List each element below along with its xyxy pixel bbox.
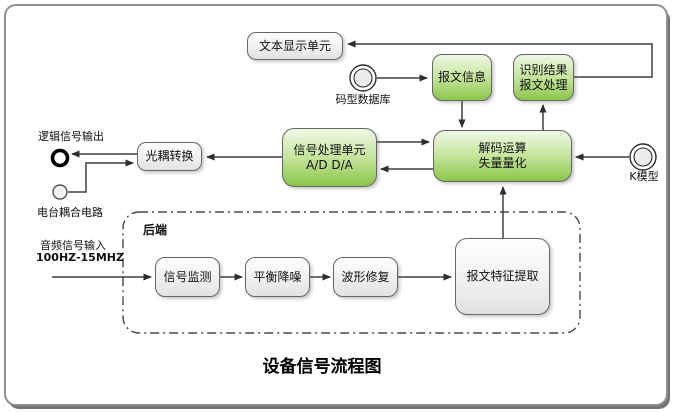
node-feature-extraction: 报文特征提取 xyxy=(455,238,550,315)
node-signal-processing: 信号处理单元 A/D D/A xyxy=(282,128,377,187)
node-noise-reduction-label: 平衡降噪 xyxy=(253,269,302,284)
node-noise-reduction: 平衡降噪 xyxy=(245,257,310,297)
node-signal-processing-line1: 信号处理单元 xyxy=(293,142,366,157)
node-signal-processing-line2: A/D D/A xyxy=(306,157,353,172)
node-message-info-label: 报文信息 xyxy=(437,70,486,84)
label-audio-input: 音频信号输入 xyxy=(40,239,106,252)
label-radio-coupling: 电台耦合电路 xyxy=(37,206,103,219)
connector-coupling-to-opto xyxy=(68,159,134,193)
radio-coupling-terminal-icon xyxy=(52,184,68,200)
node-opto-conversion-label: 光耦转换 xyxy=(145,149,194,163)
node-text-display: 文本显示单元 xyxy=(247,32,343,60)
node-decode-line2: 失量量化 xyxy=(478,156,527,170)
label-code-db: 码型数据库 xyxy=(335,93,391,106)
node-waveform-repair-label: 波形修复 xyxy=(341,269,390,284)
node-decode-line1: 解码运算 xyxy=(478,141,527,155)
node-result-processing-line1: 识别结果 xyxy=(519,62,568,77)
node-result-processing: 识别结果 报文处理 xyxy=(513,54,574,101)
node-waveform-repair: 波形修复 xyxy=(333,257,398,297)
k-model-icon xyxy=(629,143,657,171)
node-message-info: 报文信息 xyxy=(432,54,492,101)
node-decode: 解码运算 失量量化 xyxy=(433,130,572,182)
label-backend: 后端 xyxy=(143,223,168,237)
logic-output-terminal-icon xyxy=(50,148,70,168)
node-signal-monitor-label: 信号监测 xyxy=(163,269,212,284)
node-text-display-label: 文本显示单元 xyxy=(258,38,331,53)
code-db-icon xyxy=(349,64,377,92)
node-feature-extraction-label: 报文特征提取 xyxy=(466,269,539,283)
node-opto-conversion: 光耦转换 xyxy=(137,142,202,171)
connector-result-to-textdisplay xyxy=(347,40,653,78)
node-result-processing-line2: 报文处理 xyxy=(519,77,568,92)
label-logic-output: 逻辑信号输出 xyxy=(38,130,104,143)
node-signal-monitor: 信号监测 xyxy=(155,257,220,297)
backend-container xyxy=(122,211,581,334)
label-audio-input-range: 100HZ-15MHZ xyxy=(36,251,124,264)
diagram-title: 设备信号流程图 xyxy=(262,357,382,377)
label-k-model: K模型 xyxy=(629,170,659,183)
